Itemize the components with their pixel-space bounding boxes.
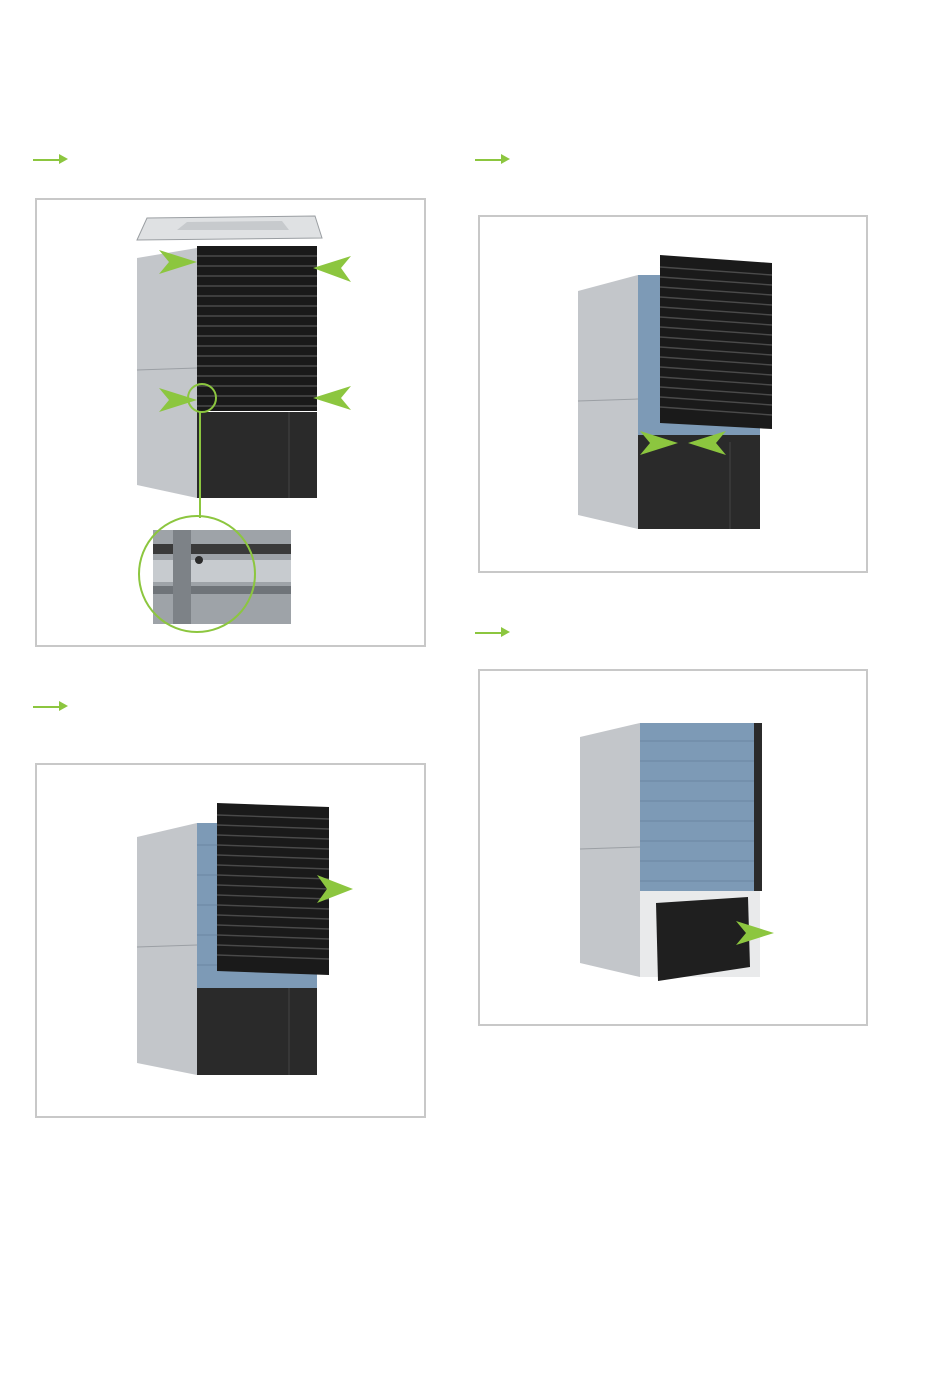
figure-panel-step-3 bbox=[35, 763, 426, 1118]
insert-arrow-icon bbox=[313, 386, 351, 410]
heat-pump-illustration bbox=[480, 671, 866, 1024]
figure-panel-step-4 bbox=[478, 669, 868, 1026]
step-arrow-icon bbox=[33, 700, 69, 712]
lower-panel bbox=[656, 897, 750, 981]
figure-panel-step-2 bbox=[478, 215, 868, 573]
heat-pump-illustration bbox=[37, 765, 424, 1116]
insert-arrow-icon bbox=[313, 256, 351, 282]
heat-pump-illustration bbox=[37, 200, 424, 645]
step-arrow-icon bbox=[33, 153, 69, 165]
detail-magnifier bbox=[139, 516, 291, 632]
step-arrow-icon bbox=[475, 626, 511, 638]
figure-panel-step-1 bbox=[35, 198, 426, 647]
heat-pump-illustration bbox=[480, 217, 866, 571]
step-arrow-icon bbox=[475, 153, 511, 165]
